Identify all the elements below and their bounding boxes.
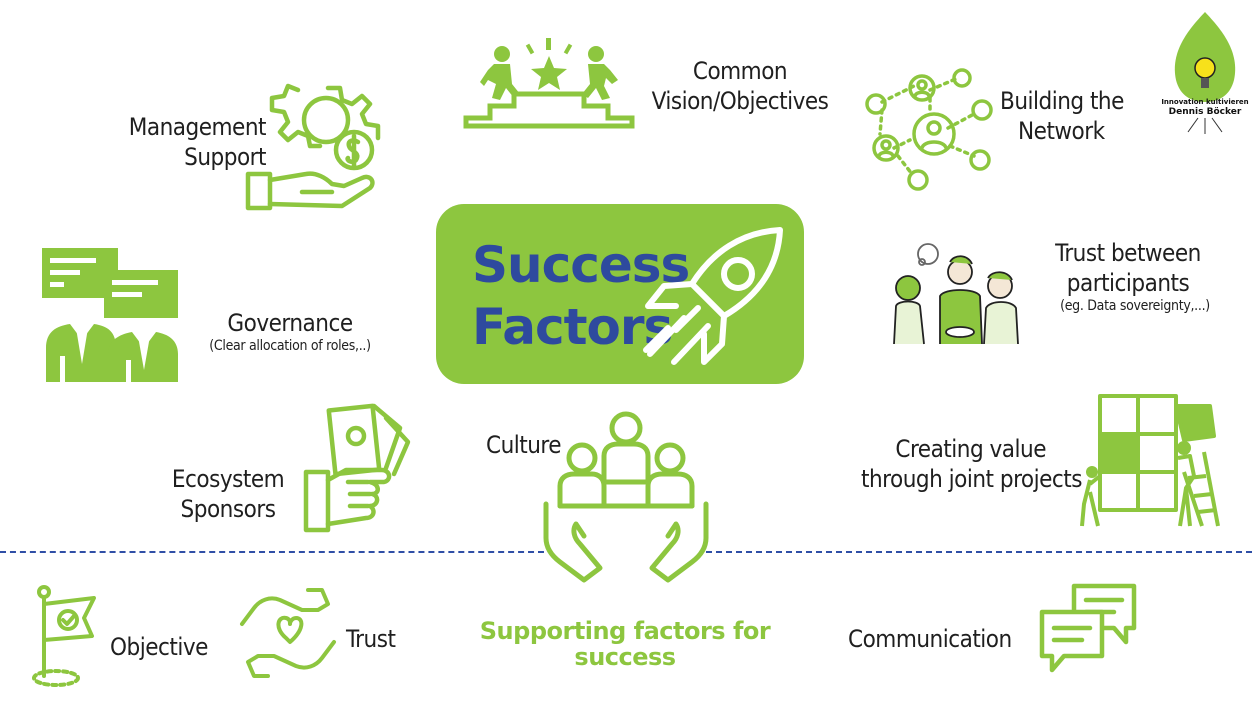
trust-label: Trust: [346, 625, 396, 653]
speech-bubbles-people-icon: [42, 248, 178, 382]
logo-tagline: Innovation kultivieren: [1161, 98, 1249, 106]
chat-bubbles-icon: [1039, 583, 1137, 673]
divider-right: [706, 551, 1252, 553]
money-hand-icon: [303, 403, 411, 533]
common-vision-label: Common Vision/Objectives: [651, 57, 829, 115]
center-title-line1: Success: [472, 236, 690, 294]
gear-dollar-hand-icon: [245, 83, 381, 211]
rocket-icon: [643, 227, 783, 365]
people-network-icon: [865, 68, 993, 191]
podium-people-star-icon: [463, 38, 635, 129]
governance-label: Governance (Clear allocation of roles,..…: [209, 309, 371, 354]
creating-value-label: Creating value through joint projects: [861, 435, 1082, 493]
trust-participants-label: Trust between participants (eg. Data sov…: [1055, 239, 1210, 314]
supporting-factors-title: Supporting factors for success: [479, 617, 771, 671]
management-support-label: Management Support: [128, 113, 267, 171]
logo-name: Dennis Böcker: [1168, 107, 1242, 117]
divider-left: [0, 551, 544, 553]
objective-label: Objective: [110, 633, 208, 661]
ecosystem-sponsors-label: Ecosystem Sponsors: [171, 465, 285, 523]
flame-bulb-logo: [1174, 12, 1236, 134]
center-title: Success Factors: [472, 234, 692, 358]
culture-label: Culture: [486, 431, 562, 459]
building-network-label: Building the Network: [1000, 87, 1124, 145]
people-talking-icon: [893, 243, 1019, 345]
flag-icon: [32, 585, 96, 687]
center-title-line2: Factors: [472, 298, 673, 356]
team-hands-icon: [543, 411, 709, 583]
puzzle-ladder-icon: [1080, 394, 1220, 527]
success-factors-box: [436, 204, 804, 384]
heart-hands-icon: [240, 588, 336, 678]
communication-label: Communication: [848, 625, 1012, 653]
